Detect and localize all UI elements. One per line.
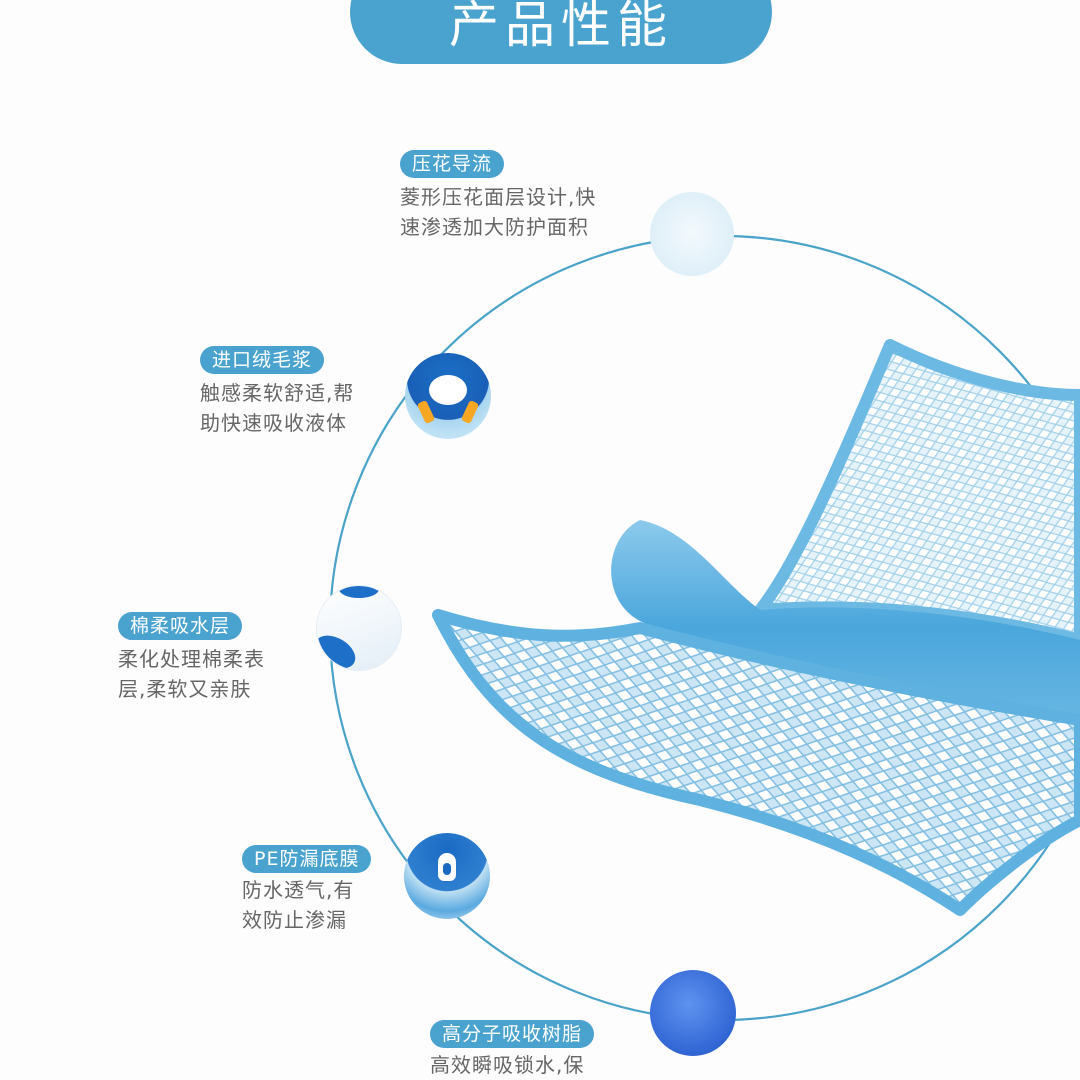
waterproof-film-icon: [404, 833, 490, 919]
feature-desc-line: 菱形压花面层设计,快: [400, 185, 597, 209]
feature-cotton-pulp: 进口绒毛浆 触感柔软舒适,帮 助快速吸收液体: [200, 346, 354, 438]
feature-desc-line: 柔化处理棉柔表: [118, 647, 265, 671]
feature-pe-film: PE防漏底膜 防水透气,有 效防止渗漏: [242, 845, 372, 935]
feature-desc-line: 高效瞬吸锁水,保: [430, 1053, 585, 1077]
title-banner: 产品性能: [350, 0, 772, 64]
feature-desc-line: 层,柔软又亲肤: [118, 677, 252, 701]
feature-desc-line: 效防止渗漏: [242, 908, 347, 932]
feature-embossed: 压花导流 菱形压花面层设计,快 速渗透加大防护面积: [400, 150, 596, 242]
cotton-pulp-icon: [405, 353, 491, 439]
feature-desc-line: 速渗透加大防护面积: [400, 215, 589, 239]
feature-soft-layer: 棉柔吸水层 柔化处理棉柔表 层,柔软又亲肤: [118, 612, 265, 704]
feature-tag: 进口绒毛浆: [200, 346, 325, 374]
embossed-texture-icon: [650, 192, 734, 276]
feature-tag: 棉柔吸水层: [118, 612, 243, 640]
feature-desc-line: 触感柔软舒适,帮: [200, 381, 355, 405]
feature-polymer: 高分子吸收树脂 高效瞬吸锁水,保: [430, 1020, 595, 1080]
feature-tag: 压花导流: [400, 150, 505, 178]
page-title: 产品性能: [449, 0, 673, 54]
feature-desc-line: 助快速吸收液体: [200, 411, 347, 435]
feature-tag: PE防漏底膜: [242, 845, 372, 873]
feature-tag: 高分子吸收树脂: [430, 1020, 595, 1048]
polymer-resin-icon: [650, 970, 736, 1056]
soft-layer-icon: [316, 585, 402, 671]
feature-desc-line: 防水透气,有: [242, 878, 355, 902]
